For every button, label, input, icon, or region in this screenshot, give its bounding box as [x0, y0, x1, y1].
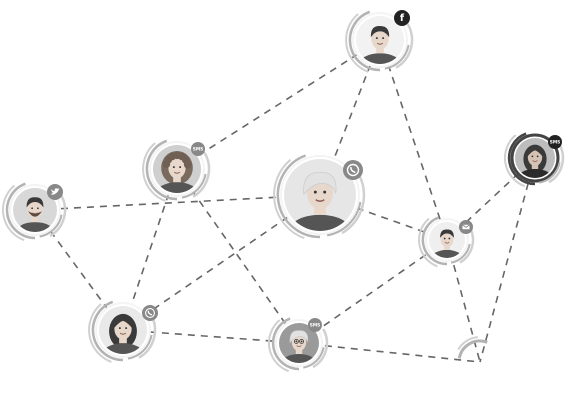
- status-arc: [145, 139, 178, 201]
- node-center-woman[interactable]: [273, 154, 366, 251]
- avatar-photo: [99, 306, 147, 354]
- status-arc-inner: [384, 44, 410, 70]
- status-arc-outer: [503, 134, 526, 188]
- status-arc-outer: [418, 217, 438, 268]
- node-woman-curly[interactable]: SMS: [142, 139, 211, 206]
- status-arc: [507, 132, 536, 186]
- badge-label: SMS: [550, 140, 561, 146]
- facebook-icon: f: [394, 10, 410, 26]
- node-bottom-right-arc: [457, 336, 488, 359]
- sms-badge-icon: SMS: [308, 318, 322, 332]
- badge-label: SMS: [193, 147, 204, 153]
- status-arc: [348, 10, 381, 72]
- status-arc: [5, 182, 36, 240]
- status-arc-inner: [39, 214, 63, 238]
- twitter-bird-icon: [47, 184, 63, 200]
- status-arc-outer: [267, 319, 290, 373]
- badge-circle: [308, 318, 322, 332]
- avatar-photo: [515, 138, 555, 178]
- status-arc-outer: [345, 13, 369, 73]
- badge-circle: [394, 10, 410, 26]
- edge-woman-curly-to-bottom-center-woman: [176, 168, 300, 344]
- status-arc-inner: [181, 173, 207, 199]
- avatar-photo: [356, 16, 404, 64]
- badge-circle: [142, 305, 158, 321]
- edge-center-woman-to-right-man: [319, 194, 448, 241]
- whatsapp-phone-icon: [343, 160, 363, 180]
- sms-bubble-icon: SMS: [548, 135, 562, 149]
- edge-far-right-woman-to-bottom-right-arc: [479, 157, 536, 363]
- edge-bottom-center-woman-to-bottom-right-arc: [298, 342, 481, 363]
- status-arc-outer: [142, 142, 166, 202]
- status-arc-outer: [88, 303, 112, 363]
- partial-ring-arc-outer: [457, 336, 478, 351]
- edge-left-man-to-center-woman: [34, 194, 321, 211]
- status-arc-inner: [539, 162, 561, 184]
- status-arc: [91, 300, 124, 362]
- node-left-man[interactable]: [1, 182, 67, 244]
- status-arc: [421, 216, 448, 266]
- node-right-man[interactable]: [418, 216, 475, 268]
- badge-label: f: [400, 13, 405, 24]
- avatar-photo: [284, 159, 356, 231]
- status-arc-outer: [273, 159, 305, 240]
- status-arc-lower: [312, 328, 329, 369]
- status-arc-outer: [1, 184, 25, 242]
- node-top-man[interactable]: f: [345, 10, 414, 77]
- status-arc: [276, 154, 321, 239]
- status-arc-lower: [192, 152, 211, 198]
- edge-top-man-to-woman-curly: [176, 39, 381, 170]
- edge-top-man-to-right-man: [379, 39, 448, 241]
- edge-woman-curly-to-bottom-left-woman: [122, 168, 178, 331]
- status-arc-inner: [326, 201, 362, 237]
- node-bottom-left-woman[interactable]: [88, 300, 158, 367]
- badge-label: SMS: [310, 323, 321, 329]
- status-arc-inner: [450, 243, 471, 264]
- badge-circle: [343, 160, 363, 180]
- status-arc-lower: [49, 194, 67, 238]
- envelope-icon: [459, 220, 473, 234]
- whatsapp-phone-icon: [142, 305, 158, 321]
- badge-circle: [191, 142, 205, 156]
- status-arc-lower: [395, 23, 414, 69]
- status-arc-inner: [127, 334, 153, 360]
- status-arc-lower: [341, 172, 366, 235]
- status-arc-inner: [303, 347, 325, 369]
- avatar-photo: [429, 222, 465, 258]
- partial-ring-arc: [457, 339, 488, 359]
- chat-bubble-icon: SMS: [191, 142, 205, 156]
- badge-circle: [548, 135, 562, 149]
- status-arc: [271, 317, 300, 371]
- status-arc-lower: [548, 143, 565, 184]
- node-far-right-woman[interactable]: SMS: [503, 132, 565, 189]
- edge-right-man-to-bottom-center-woman: [298, 239, 448, 344]
- node-bottom-center-woman[interactable]: SMS: [267, 317, 329, 374]
